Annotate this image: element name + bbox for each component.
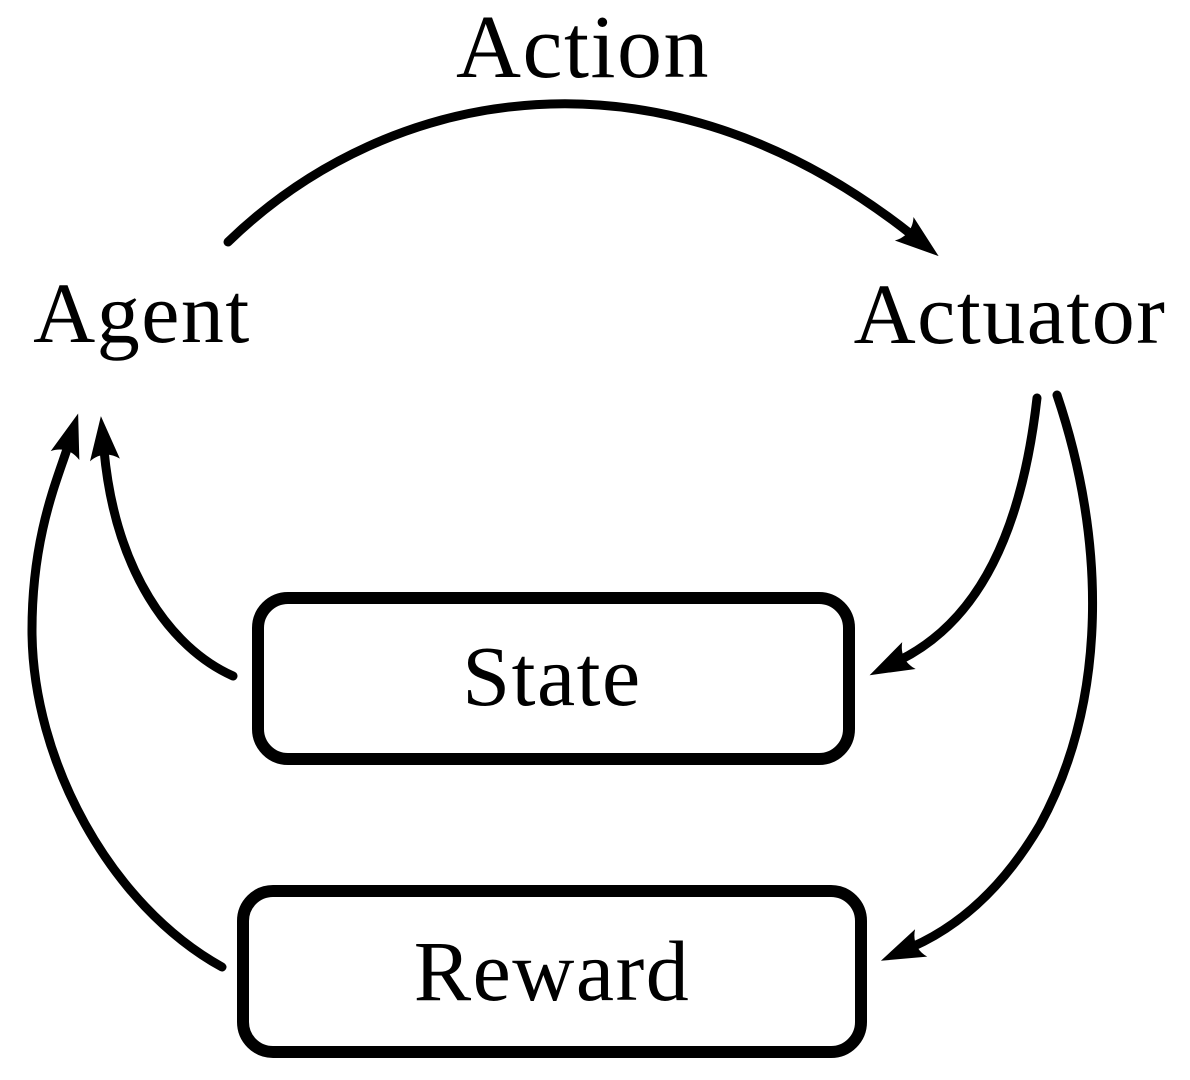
state-node-label: State — [462, 628, 641, 724]
edge-state-to-agent — [89, 416, 238, 681]
agent-node-label: Agent — [33, 265, 251, 361]
actuator-node-label: Actuator — [854, 266, 1167, 362]
reward-box — [237, 885, 867, 1058]
reward-node-label: Reward — [414, 923, 690, 1019]
state-box — [252, 592, 855, 765]
action-edge-label: Action — [456, 0, 710, 97]
edge-agent-to-actuator — [223, 99, 939, 257]
edge-actuator-to-state — [869, 393, 1042, 676]
edge-actuator-to-reward — [880, 390, 1098, 961]
edge-reward-to-agent — [27, 413, 227, 972]
